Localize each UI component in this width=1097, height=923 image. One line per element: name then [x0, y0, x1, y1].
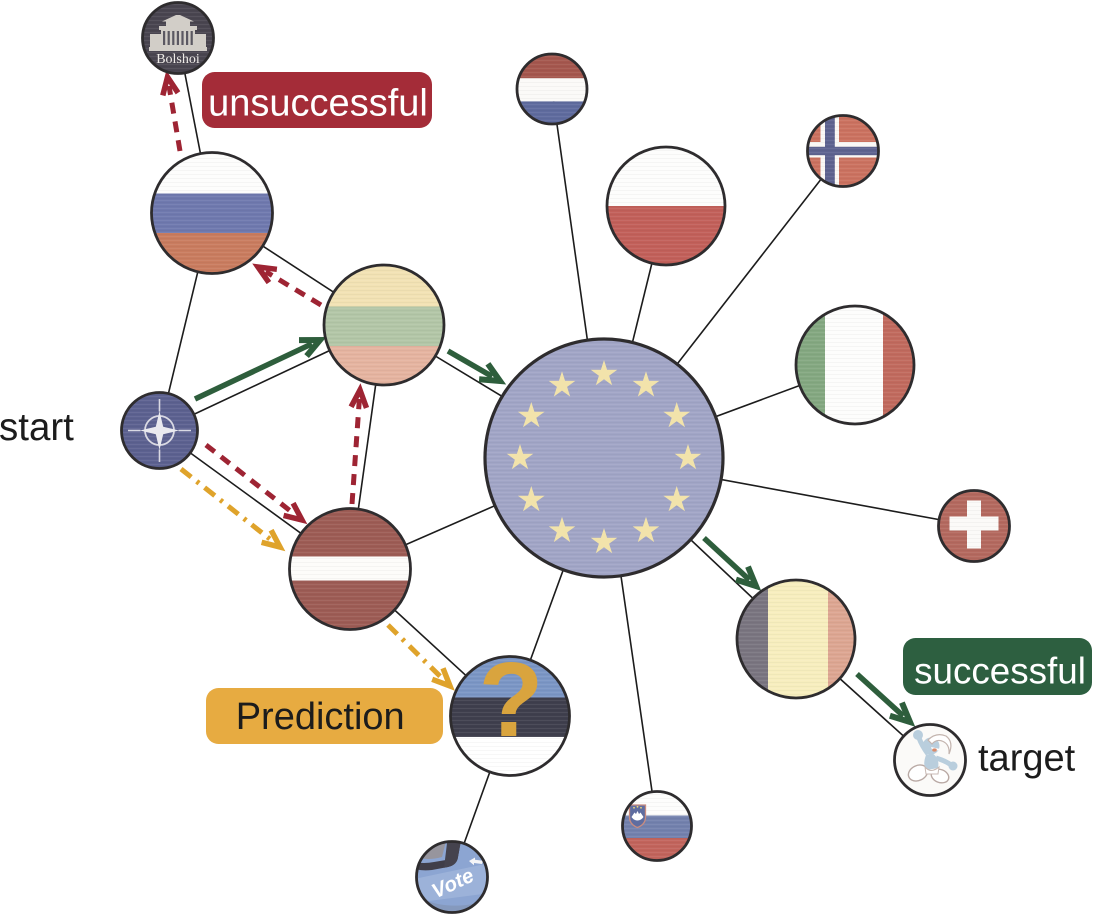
svg-text:Bolshoi: Bolshoi	[156, 52, 200, 67]
svg-text:target: target	[978, 738, 1076, 780]
svg-text:unsuccessful: unsuccessful	[208, 83, 428, 125]
svg-text:start: start	[0, 406, 74, 449]
svg-text:successful: successful	[914, 651, 1086, 692]
svg-text:?: ?	[479, 641, 544, 759]
svg-text:Prediction: Prediction	[236, 696, 405, 738]
